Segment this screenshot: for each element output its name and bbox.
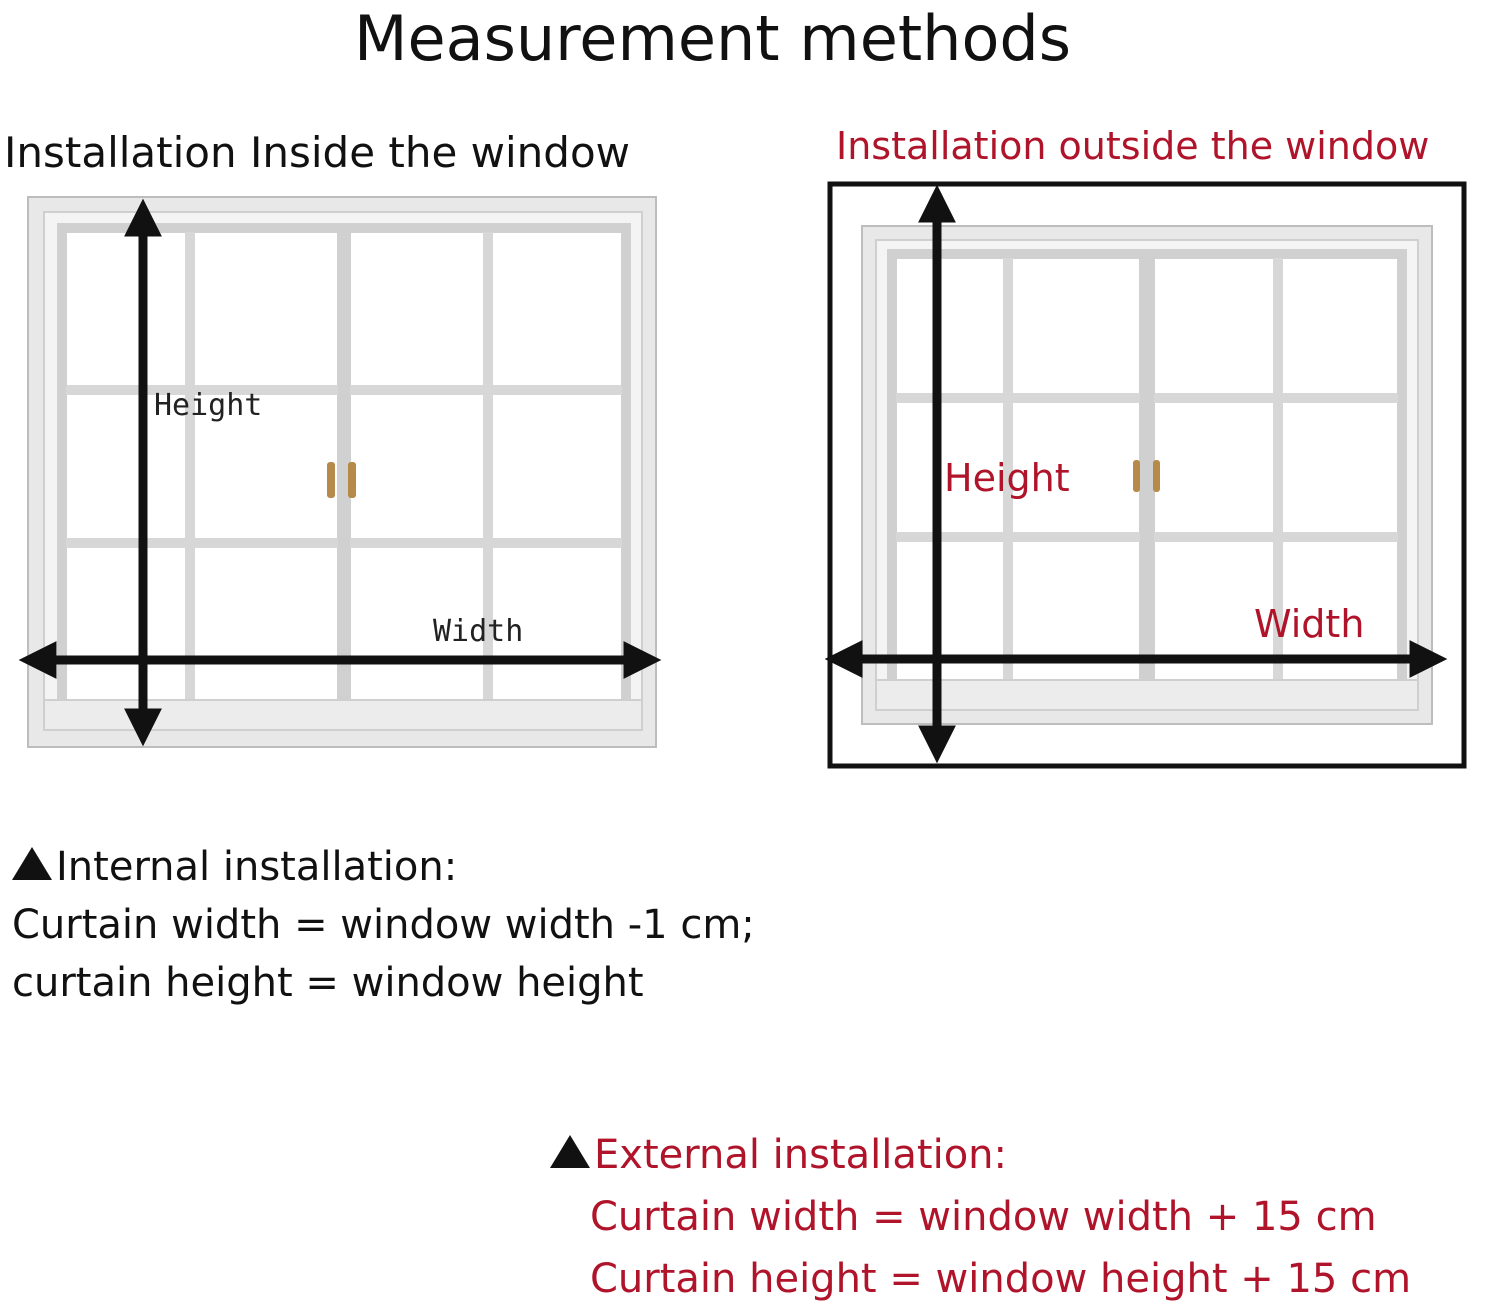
outside-height-label: Height <box>944 456 1070 500</box>
outside-width-label: Width <box>1254 602 1365 646</box>
internal-note-line1: Curtain width = window width -1 cm; <box>12 902 755 948</box>
inside-width-label: Width <box>433 614 524 649</box>
external-note-heading: External installation: <box>594 1132 1008 1178</box>
internal-note: Internal installation: Curtain width = w… <box>12 838 755 1012</box>
internal-note-line2: curtain height = window height <box>12 960 644 1006</box>
handle-icon <box>1153 460 1160 492</box>
external-note-line2: Curtain height = window height + 15 cm <box>590 1256 1412 1302</box>
handle-icon <box>1133 460 1140 492</box>
internal-note-heading: Internal installation: <box>56 844 458 890</box>
triangle-icon <box>12 847 52 880</box>
page-title: Measurement methods <box>353 2 1072 75</box>
inside-height-label: Height <box>154 388 263 423</box>
external-note-line1: Curtain width = window width + 15 cm <box>590 1194 1377 1240</box>
outside-heading: Installation outside the window <box>836 124 1430 168</box>
handle-icon <box>348 462 356 498</box>
handle-icon <box>327 462 335 498</box>
external-note: External installation: Curtain width = w… <box>550 1124 1411 1310</box>
triangle-icon <box>550 1135 590 1168</box>
inside-heading: Installation Inside the window <box>4 128 631 177</box>
